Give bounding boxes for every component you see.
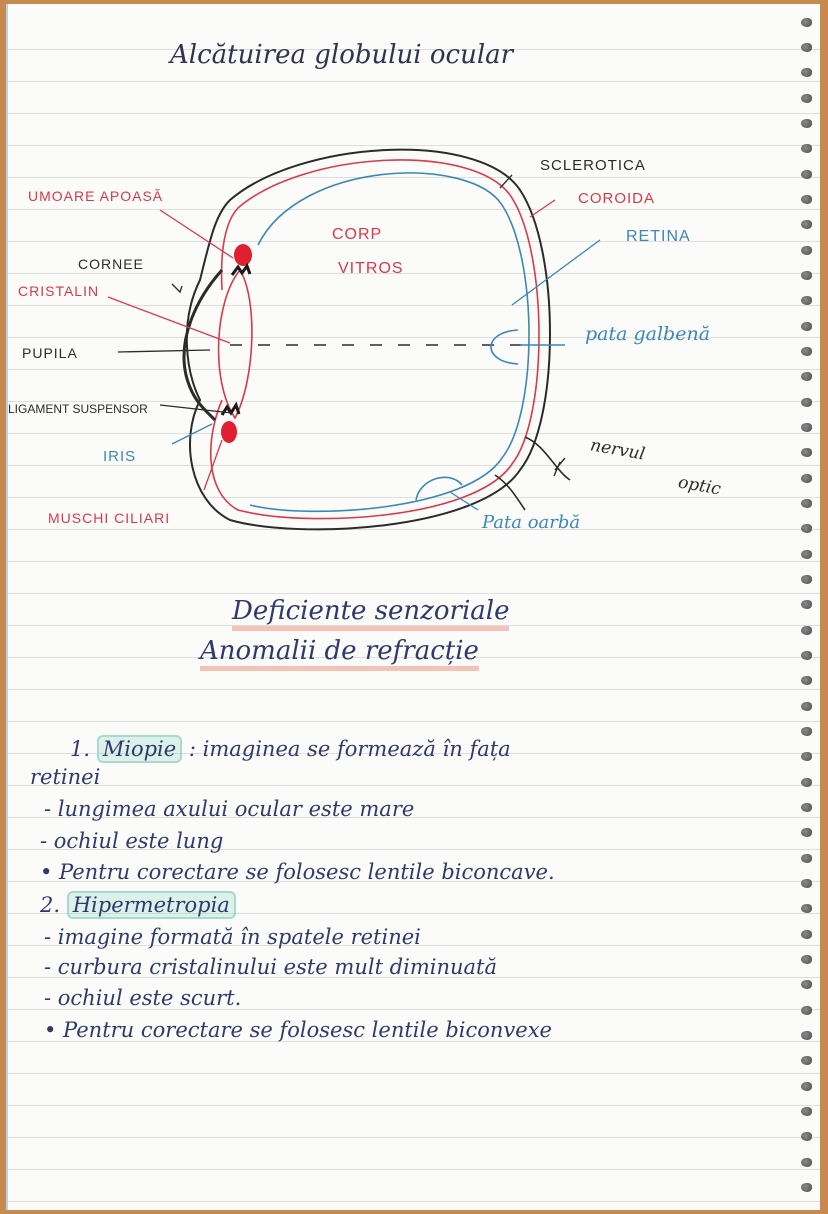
binding-hole bbox=[801, 1183, 812, 1192]
binding-hole bbox=[801, 1107, 812, 1116]
binding-hole bbox=[801, 1056, 812, 1065]
binding-hole bbox=[801, 980, 812, 989]
binding-hole bbox=[801, 854, 812, 863]
label-corp: CORP bbox=[332, 226, 383, 243]
label-retina: RETINA bbox=[626, 228, 691, 245]
term-miopie: Miopie bbox=[96, 735, 183, 763]
binding-hole bbox=[801, 778, 812, 787]
section-heading-deficiente: Deficiente senzoriale bbox=[232, 596, 510, 631]
binding-hole bbox=[801, 930, 812, 939]
binding-hole bbox=[801, 322, 812, 331]
label-iris: IRIS bbox=[103, 448, 137, 465]
binding-hole bbox=[801, 94, 812, 103]
binding-hole bbox=[801, 119, 812, 128]
binding-hole bbox=[801, 828, 812, 837]
miopie-line: 1. Miopie : imaginea se formează în fața bbox=[70, 735, 511, 763]
retina-outline bbox=[249, 172, 530, 513]
hipermetropie-line: 2. Hipermetropia bbox=[40, 891, 236, 919]
sclera-outline bbox=[185, 148, 551, 531]
binding-hole bbox=[801, 195, 812, 204]
binding-hole bbox=[801, 1132, 812, 1141]
binding-hole bbox=[801, 626, 812, 635]
binding-hole bbox=[801, 651, 812, 660]
binding-hole bbox=[801, 68, 812, 77]
section-heading-anomalii: Anomalii de refracție bbox=[200, 636, 479, 671]
binding-hole bbox=[801, 220, 812, 229]
binding-hole bbox=[801, 144, 812, 153]
miopie-point: • Pentru corectare se folosesc lentile b… bbox=[40, 860, 555, 884]
miopie-definition-cont: retinei bbox=[30, 765, 101, 789]
ciliary-body-bottom bbox=[221, 421, 237, 443]
binding-hole bbox=[801, 879, 812, 888]
label-coroida: COROIDA bbox=[578, 190, 656, 207]
label-ligament-suspensor: LIGAMENT SUSPENSOR bbox=[8, 402, 148, 416]
binding-hole bbox=[801, 347, 812, 356]
hipermetropie-point: - ochiul este scurt. bbox=[44, 986, 242, 1010]
label-umoare-apoasa: UMOARE APOASĂ bbox=[28, 188, 164, 204]
binding-hole bbox=[801, 43, 812, 52]
label-vitros: VITROS bbox=[338, 260, 404, 277]
binding-hole bbox=[801, 18, 812, 27]
binding-hole bbox=[801, 499, 812, 508]
binding-hole bbox=[801, 1031, 812, 1040]
page-title: Alcătuirea globului ocular bbox=[170, 40, 514, 70]
optic-nerve bbox=[494, 436, 571, 511]
miopie-point: - lungimea axului ocular este mare bbox=[44, 797, 415, 821]
hipermetropie-point: - imagine formată în spatele retinei bbox=[44, 925, 421, 949]
ciliary-body-top bbox=[234, 244, 252, 266]
binding-hole bbox=[801, 271, 812, 280]
binding-hole bbox=[801, 448, 812, 457]
binding-hole bbox=[801, 1006, 812, 1015]
definition: : imaginea se formează în fața bbox=[188, 737, 511, 761]
binding-hole bbox=[801, 170, 812, 179]
label-pata-oarba: Pata oarbă bbox=[482, 512, 581, 533]
heading-text: Anomalii de refracție bbox=[200, 636, 479, 671]
binding-hole bbox=[801, 727, 812, 736]
label-cornee: CORNEE bbox=[78, 256, 144, 272]
hipermetropie-point: • Pentru corectare se folosesc lentile b… bbox=[44, 1018, 552, 1042]
blind-spot-mark bbox=[415, 476, 463, 501]
binding-hole bbox=[801, 398, 812, 407]
binding-hole bbox=[801, 752, 812, 761]
binding-hole bbox=[801, 702, 812, 711]
binding-hole bbox=[801, 423, 812, 432]
binding-hole bbox=[801, 1158, 812, 1167]
binding-hole bbox=[801, 955, 812, 964]
binding-hole bbox=[801, 246, 812, 255]
binding-hole bbox=[801, 676, 812, 685]
choroid-outline bbox=[209, 159, 540, 520]
label-cristalin: CRISTALIN bbox=[18, 283, 100, 299]
label-pupila: PUPILA bbox=[22, 345, 78, 361]
fovea-mark bbox=[490, 329, 519, 365]
binding-hole bbox=[801, 524, 812, 533]
item-number: 2. bbox=[40, 893, 61, 917]
notebook-page bbox=[6, 4, 820, 1210]
heading-text: Deficiente senzoriale bbox=[232, 596, 510, 631]
item-number: 1. bbox=[70, 737, 91, 761]
binding-hole bbox=[801, 372, 812, 381]
cornea-shape bbox=[182, 268, 224, 422]
binding-hole bbox=[801, 474, 812, 483]
binding-hole bbox=[801, 803, 812, 812]
binding-hole bbox=[801, 550, 812, 559]
miopie-point: - ochiul este lung bbox=[40, 829, 224, 853]
hipermetropie-point: - curbura cristalinului este mult diminu… bbox=[44, 955, 497, 979]
binding-hole bbox=[801, 575, 812, 584]
binding-hole bbox=[801, 1082, 812, 1091]
label-sclerotica: SCLEROTICA bbox=[540, 157, 646, 174]
binding-hole bbox=[801, 296, 812, 305]
binding-hole bbox=[801, 904, 812, 913]
label-pata-galbena: pata galbenă bbox=[585, 323, 711, 345]
lens-shape bbox=[217, 268, 253, 420]
binding-hole bbox=[801, 600, 812, 609]
spiral-binding bbox=[794, 18, 816, 1208]
term-hipermetropie: Hipermetropia bbox=[66, 891, 236, 919]
label-muschi-ciliari: MUSCHI CILIARI bbox=[48, 510, 171, 526]
